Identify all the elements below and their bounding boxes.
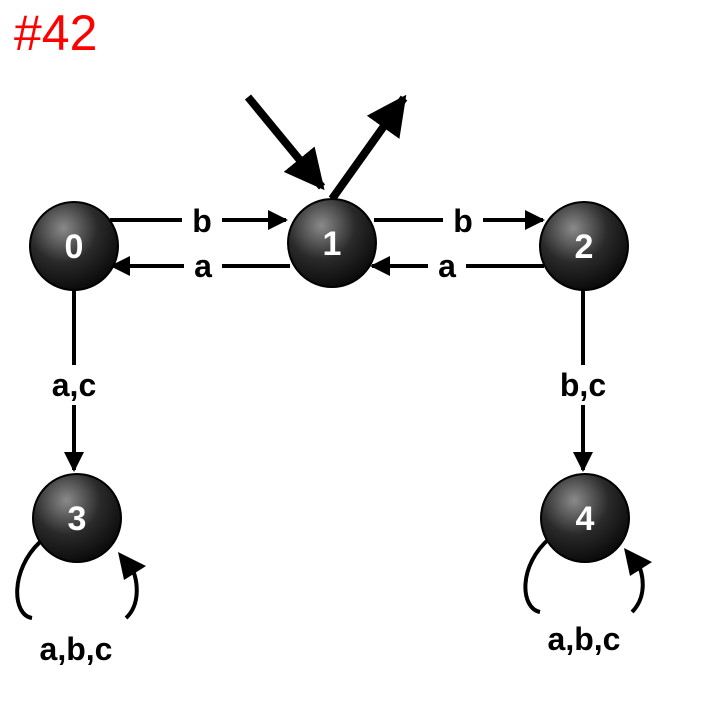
self-loop-4-arrowhead — [624, 548, 652, 576]
transition-label-0-1: b — [192, 203, 212, 239]
state-1: 1 — [287, 198, 377, 288]
state-3: 3 — [32, 473, 122, 563]
state-2: 2 — [539, 201, 629, 291]
start-arrow — [244, 94, 326, 191]
self-loop-3-arrowhead — [118, 552, 146, 580]
page-title: #42 — [14, 5, 98, 61]
final-arrow — [328, 94, 408, 202]
transition-label-0-3: a,c — [52, 367, 96, 403]
transition-label-2-4: b,c — [560, 367, 606, 403]
state-4: 4 — [540, 473, 630, 563]
transition-label-3-3: a,b,c — [40, 631, 113, 667]
state-label-1: 1 — [323, 225, 342, 263]
transition-label-1-2: b — [453, 203, 473, 239]
transition-label-1-0: a — [194, 248, 212, 284]
transition-label-2-1: a — [438, 248, 456, 284]
state-label-2: 2 — [575, 228, 594, 266]
state-label-0: 0 — [65, 228, 84, 266]
state-label-3: 3 — [68, 500, 87, 538]
state-0: 0 — [29, 201, 119, 291]
state-label-4: 4 — [576, 500, 595, 538]
transition-label-4-4: a,b,c — [548, 621, 621, 657]
